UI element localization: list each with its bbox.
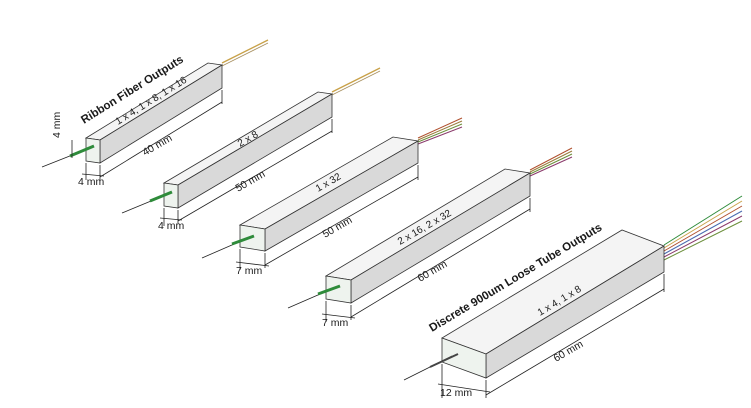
ribbon-fiber — [417, 117, 463, 139]
width-dim-line — [437, 383, 491, 393]
module-2-width: 4 mm — [158, 220, 185, 232]
output-fiber — [331, 67, 381, 93]
module-4-width: 7 mm — [322, 317, 349, 329]
width-dim-line — [321, 313, 356, 319]
length-dim-line — [350, 208, 531, 318]
ribbon-fiber — [529, 150, 573, 173]
output-fiber — [221, 39, 269, 64]
ribbon-fiber — [417, 126, 463, 145]
box-end — [85, 137, 101, 164]
loose-tube-fiber — [663, 200, 743, 249]
module-2: 2 x 8 50 mm 4 mm — [121, 67, 381, 232]
input-boot — [429, 353, 459, 368]
module-5-length: 60 mm — [552, 338, 586, 365]
length-dim-line — [264, 176, 419, 266]
length-dim-line — [485, 288, 665, 396]
input-boot — [69, 144, 95, 158]
ribbon-fiber — [529, 153, 573, 175]
ribbon-fiber — [529, 156, 573, 177]
loose-tube-fiber — [663, 220, 743, 261]
module-5: Discrete 900um Loose Tube Outputs 1 x 4,… — [403, 195, 743, 399]
output-fiber — [331, 70, 381, 96]
ribbon-fiber — [529, 147, 573, 171]
length-dim-line — [177, 130, 333, 222]
ribbon-fiber — [417, 123, 463, 143]
width-dim-line — [159, 217, 183, 221]
input-boot — [317, 284, 341, 296]
module-3-length: 50 mm — [321, 214, 355, 241]
output-fiber — [221, 42, 269, 67]
loose-tube-fiber — [663, 210, 743, 255]
module-5-width: 12 mm — [440, 387, 472, 399]
width-dim-line — [235, 261, 270, 267]
loose-tube-fiber — [663, 195, 743, 246]
loose-tube-fiber — [663, 205, 743, 252]
module-3-width: 7 mm — [236, 265, 263, 277]
module-1-height: 4 mm — [51, 111, 63, 138]
module-1-length: 40 mm — [141, 132, 175, 159]
ribbon-fiber — [417, 120, 463, 141]
input-boot — [231, 234, 255, 246]
width-dim-line — [81, 173, 105, 177]
module-4-length: 60 mm — [416, 258, 450, 285]
length-dim-line — [99, 101, 223, 178]
loose-tube-fiber — [663, 215, 743, 258]
box-end — [441, 337, 487, 379]
input-boot — [149, 190, 173, 203]
box-end — [163, 182, 179, 209]
module-1-width: 4 mm — [78, 176, 105, 188]
